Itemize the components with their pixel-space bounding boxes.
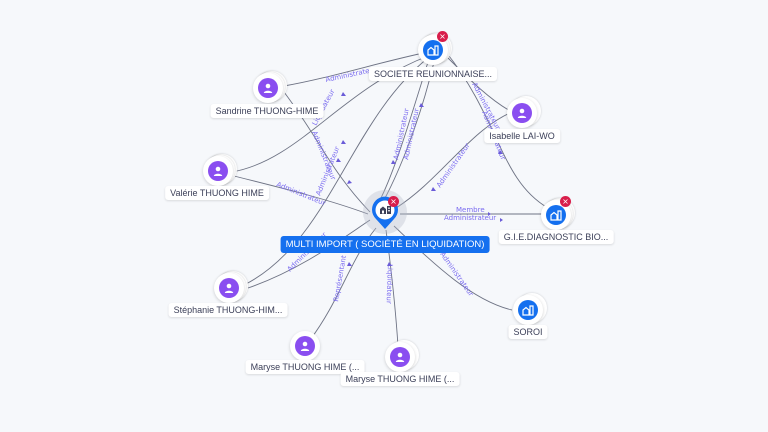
node-disc: [513, 295, 543, 325]
arrow-marker: [347, 180, 352, 184]
person-icon: [258, 78, 278, 98]
edge-label: Administrateur: [435, 142, 472, 189]
node-sandrine[interactable]: [253, 71, 287, 103]
node-label[interactable]: Isabelle LAI-WO: [484, 129, 560, 143]
edge-sandrine-societe: [283, 51, 429, 87]
edge-stephanie-center: [247, 219, 371, 289]
node-soroi[interactable]: [513, 293, 547, 325]
edge-isabelle-center: [395, 111, 513, 209]
node-disc: [214, 273, 244, 303]
edge-label: Liquidateur: [385, 264, 394, 304]
edge-label: Membre: [456, 206, 485, 214]
arrow-marker: [336, 158, 341, 162]
arrow-marker: [347, 262, 352, 266]
arrow-marker: [341, 92, 346, 96]
person-icon: [512, 103, 532, 123]
node-label[interactable]: Maryse THUONG HIME (...: [245, 360, 365, 374]
edge-societe-center-2: [383, 61, 435, 201]
arrow-marker: [431, 187, 436, 191]
edge-label: Administrateur: [444, 214, 496, 222]
company-icon: [546, 205, 566, 225]
edge-valerie-center: [233, 175, 369, 215]
closed-badge-icon: ×: [437, 31, 448, 42]
node-label[interactable]: SOROI: [508, 325, 548, 339]
company-icon: [518, 300, 538, 320]
arrow-marker: [500, 218, 503, 222]
arrow-marker: [391, 160, 396, 164]
node-maryse-1[interactable]: [290, 331, 320, 361]
node-disc: [203, 156, 233, 186]
node-disc: [253, 73, 283, 103]
closed-badge-icon: ×: [388, 196, 399, 207]
node-societe-reunionnaise[interactable]: ×: [418, 31, 452, 65]
node-label[interactable]: Sandrine THUONG-HIME: [210, 104, 324, 118]
person-icon: [295, 336, 315, 356]
person-icon: [219, 278, 239, 298]
closed-badge-icon: ×: [560, 196, 571, 207]
edge-stephanie-societe: [245, 57, 429, 285]
node-disc: [290, 331, 320, 361]
node-disc: [418, 35, 448, 65]
edge-isabelle-societe: [445, 55, 513, 113]
arrow-marker: [488, 212, 491, 216]
edge-label: Administrateur: [438, 251, 475, 298]
node-isabelle[interactable]: [507, 96, 541, 128]
center-node-label[interactable]: MULTI IMPORT ( SOCIÉTÉ EN LIQUIDATION): [280, 236, 490, 253]
node-maryse-2[interactable]: [385, 340, 419, 372]
node-label[interactable]: G.I.E.DIAGNOSTIC BIO...: [498, 230, 614, 244]
edge-societe-center-1: [379, 61, 429, 201]
node-valerie[interactable]: [203, 154, 237, 186]
node-stephanie[interactable]: [214, 271, 248, 303]
node-label[interactable]: SOCIETE REUNIONNAISE...: [368, 67, 498, 81]
node-label[interactable]: Valérie THUONG HIME: [165, 186, 269, 200]
node-disc: [385, 342, 415, 372]
arrow-marker: [419, 103, 424, 107]
node-label[interactable]: Maryse THUONG HIME (...: [340, 372, 460, 386]
person-icon: [208, 161, 228, 181]
node-gie-diagnostic[interactable]: ×: [541, 196, 575, 230]
node-disc: [507, 98, 537, 128]
company-icon: [423, 40, 443, 60]
arrow-marker: [341, 140, 346, 144]
arrow-marker: [387, 262, 392, 266]
node-label[interactable]: Stéphanie THUONG-HIM...: [168, 303, 288, 317]
person-icon: [390, 347, 410, 367]
company-icon: [380, 206, 391, 214]
arrow-marker: [498, 150, 503, 154]
